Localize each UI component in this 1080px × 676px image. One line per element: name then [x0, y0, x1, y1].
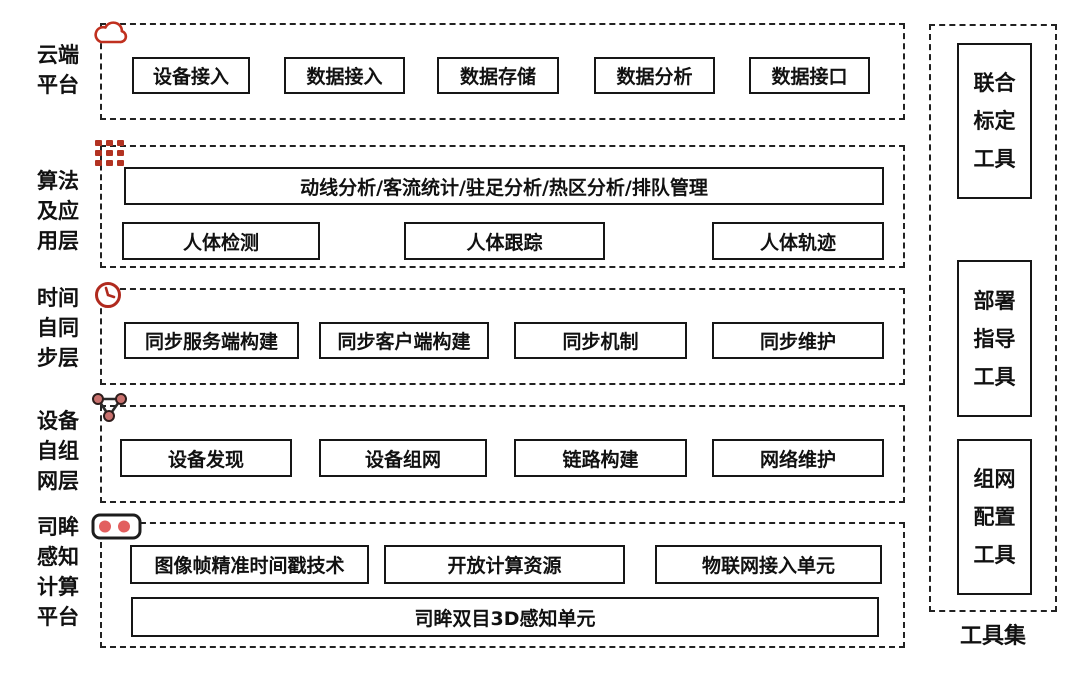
layer-label-simou-perception: 司眸 感知 计算 平台	[37, 515, 79, 629]
layer-label-algorithm-application: 算法 及应 用层	[37, 169, 79, 253]
cloud-icon	[94, 21, 128, 44]
layer-label-cloud-platform: 云端 平台	[37, 43, 79, 97]
layer-container-device-network: 设备发现 设备组网 链路构建 网络维护	[100, 405, 905, 503]
node-box: 设备发现	[120, 439, 292, 477]
node-box: 设备组网	[319, 439, 487, 477]
tool-box-deployment-guide: 部署 指导 工具	[957, 260, 1032, 417]
base-unit-box: 司眸双目3D感知单元	[131, 597, 879, 637]
layer-label-time-sync: 时间 自同 步层	[37, 286, 79, 370]
node-box: 数据接入	[284, 57, 405, 94]
node-box: 人体轨迹	[712, 222, 884, 260]
node-box: 人体检测	[122, 222, 320, 260]
layer-label-device-network: 设备 自组 网层	[37, 409, 79, 493]
clock-icon	[95, 282, 121, 308]
layer-container-algorithm-application: 动线分析/客流统计/驻足分析/热区分析/排队管理 人体检测 人体跟踪 人体轨迹	[100, 145, 905, 268]
node-box: 图像帧精准时间戳技术	[130, 545, 369, 584]
node-box: 数据接口	[749, 57, 870, 94]
analysis-banner-box: 动线分析/客流统计/驻足分析/热区分析/排队管理	[124, 167, 884, 205]
layer-container-cloud-platform: 设备接入 数据接入 数据存储 数据分析 数据接口	[100, 23, 905, 120]
network-icon	[92, 393, 127, 422]
node-box: 同步客户端构建	[319, 322, 489, 359]
node-box: 同步机制	[514, 322, 687, 359]
node-box: 数据存储	[437, 57, 559, 94]
toolset-container: 联合 标定 工具 部署 指导 工具 组网 配置 工具	[929, 24, 1057, 612]
tool-box-joint-calibration: 联合 标定 工具	[957, 43, 1032, 199]
node-box: 数据分析	[594, 57, 715, 94]
node-box: 人体跟踪	[404, 222, 605, 260]
node-box: 同步服务端构建	[124, 322, 299, 359]
toolset-label: 工具集	[959, 624, 1026, 649]
node-box: 设备接入	[132, 57, 250, 94]
layer-container-simou-perception: 图像帧精准时间戳技术 开放计算资源 物联网接入单元 司眸双目3D感知单元	[100, 522, 905, 648]
layer-container-time-sync: 同步服务端构建 同步客户端构建 同步机制 同步维护	[100, 288, 905, 385]
node-box: 链路构建	[514, 439, 687, 477]
app-grid-icon	[95, 140, 124, 166]
tool-box-network-config: 组网 配置 工具	[957, 439, 1032, 595]
node-box: 网络维护	[712, 439, 884, 477]
node-box: 物联网接入单元	[655, 545, 882, 584]
node-box: 开放计算资源	[384, 545, 625, 584]
node-box: 同步维护	[712, 322, 884, 359]
stereo-camera-icon	[91, 513, 142, 540]
